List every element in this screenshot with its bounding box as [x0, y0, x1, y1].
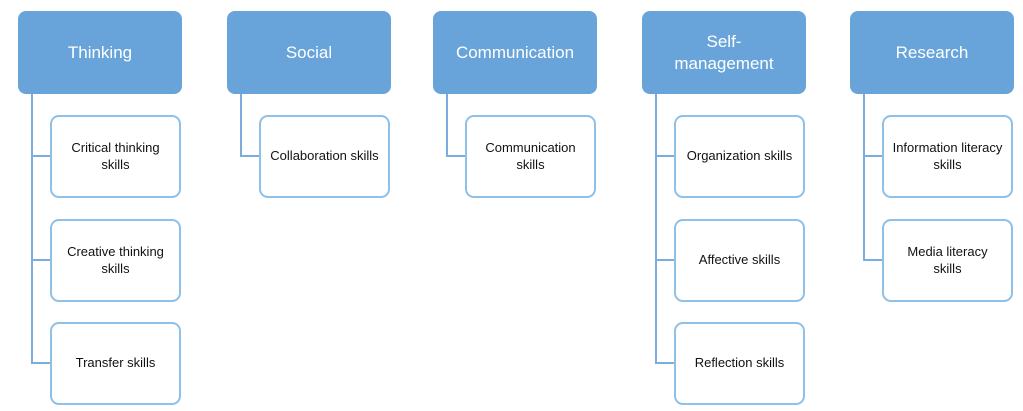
- branch-communication: Communication Communication skills: [433, 0, 597, 411]
- branch-research: Research Information literacy skills Med…: [850, 0, 1014, 411]
- skill-box-transfer: Transfer skills: [50, 322, 181, 405]
- connector-line: [863, 94, 865, 261]
- connector-stub: [863, 155, 882, 157]
- skill-box-creative-thinking: Creative thinking skills: [50, 219, 181, 302]
- skill-label: Information literacy skills: [892, 139, 1003, 172]
- category-box-research: Research: [850, 11, 1014, 94]
- category-label: Research: [895, 42, 969, 62]
- category-box-communication: Communication: [433, 11, 597, 94]
- skill-box-information-literacy: Information literacy skills: [882, 115, 1013, 198]
- skill-box-collaboration: Collaboration skills: [259, 115, 390, 198]
- connector-stub: [655, 155, 674, 157]
- connector-stub: [31, 362, 50, 364]
- connector-line: [446, 94, 448, 156]
- skill-label: Reflection skills: [694, 355, 785, 371]
- connector-stub: [31, 259, 50, 261]
- skill-label: Creative thinking skills: [67, 243, 164, 276]
- category-box-social: Social: [227, 11, 391, 94]
- skill-box-communication: Communication skills: [465, 115, 596, 198]
- branch-social: Social Collaboration skills: [227, 0, 391, 411]
- connector-stub: [655, 362, 674, 364]
- skill-box-affective: Affective skills: [674, 219, 805, 302]
- skill-label: Media literacy skills: [907, 243, 988, 276]
- skill-label: Collaboration skills: [270, 148, 379, 164]
- connector-line: [655, 94, 657, 364]
- connector-stub: [655, 259, 674, 261]
- skill-box-organization: Organization skills: [674, 115, 805, 198]
- branch-self-management: Self- management Organization skills Aff…: [642, 0, 806, 411]
- category-label: Self- management: [674, 32, 774, 73]
- category-box-thinking: Thinking: [18, 11, 182, 94]
- connector-stub: [446, 155, 465, 157]
- branch-thinking: Thinking Critical thinking skills Creati…: [18, 0, 182, 411]
- skill-label: Communication skills: [485, 139, 576, 172]
- category-label: Social: [285, 42, 333, 62]
- category-box-self-management: Self- management: [642, 11, 806, 94]
- skill-box-media-literacy: Media literacy skills: [882, 219, 1013, 302]
- connector-line: [240, 94, 242, 156]
- category-label: Communication: [455, 42, 575, 62]
- connector-stub: [31, 155, 50, 157]
- connector-stub: [863, 259, 882, 261]
- skill-label: Affective skills: [698, 252, 781, 268]
- connector-stub: [240, 155, 259, 157]
- skill-box-critical-thinking: Critical thinking skills: [50, 115, 181, 198]
- skill-label: Transfer skills: [75, 355, 156, 371]
- category-label: Thinking: [67, 42, 133, 62]
- connector-line: [31, 94, 33, 364]
- skill-label: Organization skills: [686, 148, 793, 164]
- skill-box-reflection: Reflection skills: [674, 322, 805, 405]
- skill-label: Critical thinking skills: [71, 139, 160, 172]
